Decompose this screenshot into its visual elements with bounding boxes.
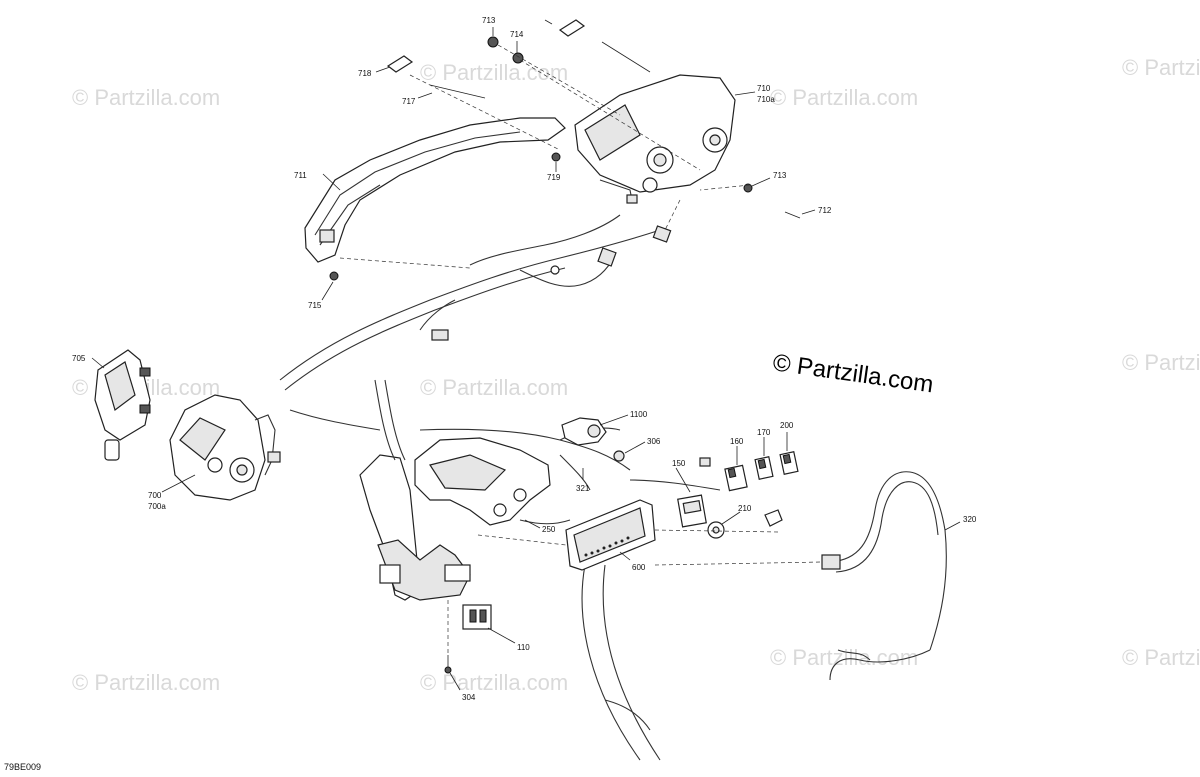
switch-150 (677, 494, 707, 528)
watermark: © Partzilla.com (1122, 645, 1200, 670)
watermark: © Partzilla.com (770, 85, 918, 110)
callout-160: 160 (730, 437, 744, 446)
ignition-1100 (561, 417, 607, 446)
switch-170 (754, 456, 774, 480)
callout-110: 110 (517, 643, 530, 652)
callout-710: 710 (757, 84, 771, 93)
dashboard-bracket-250 (414, 437, 551, 526)
callout-labels: 713 714 718 717 710 710a 711 719 713 712… (72, 16, 977, 702)
switch-110 (462, 604, 492, 630)
callout-713-top: 713 (482, 16, 496, 25)
callout-700a: 700a (148, 502, 166, 511)
screw-304 (444, 655, 452, 674)
alignment-lines-top (339, 44, 751, 269)
callout-719: 719 (547, 173, 561, 182)
switch-200 (779, 451, 799, 475)
callout-321: 321 (576, 484, 590, 493)
headlight-705 (94, 349, 151, 461)
diagram-code: 79BE009 (4, 762, 42, 772)
hardware-top (329, 19, 801, 281)
alignment-lines-lower (447, 529, 823, 655)
callout-1100: 1100 (630, 410, 648, 419)
watermark: © Partzilla.com (1122, 55, 1200, 80)
callout-304: 304 (462, 693, 476, 702)
cable-320 (821, 471, 947, 681)
support-tube (581, 564, 661, 761)
instrument-cluster-600 (565, 499, 656, 571)
callout-705: 705 (72, 354, 86, 363)
leader-lines (91, 27, 961, 691)
callout-714: 714 (510, 30, 524, 39)
callout-718: 718 (358, 69, 372, 78)
watermark-main: © Partzilla.com (771, 349, 935, 398)
callout-710a: 710a (757, 95, 775, 104)
callout-150: 150 (672, 459, 686, 468)
switch-160 (724, 464, 748, 492)
watermark: © Partzilla.com (420, 60, 568, 85)
callout-320: 320 (963, 515, 977, 524)
callout-200: 200 (780, 421, 794, 430)
callout-700: 700 (148, 491, 162, 500)
headlight-housing-700 (169, 394, 281, 501)
watermark: © Partzilla.com (72, 85, 220, 110)
console-column (359, 454, 471, 601)
callout-711: 711 (294, 171, 307, 180)
callout-717: 717 (402, 97, 416, 106)
watermark: © Partzilla.com (420, 375, 568, 400)
connector-150 (699, 457, 711, 467)
watermark: © Partzilla.com (72, 670, 220, 695)
callout-712: 712 (818, 206, 832, 215)
wire-harness-center (289, 379, 721, 525)
wire-harness-top (279, 214, 672, 391)
watermark: © Partzilla.com (770, 645, 918, 670)
callout-713-right: 713 (773, 171, 787, 180)
callout-715: 715 (308, 301, 322, 310)
socket-210 (707, 509, 783, 539)
rear-lamp-housing-710 (574, 74, 736, 204)
callout-210: 210 (738, 504, 752, 513)
watermark: © Partzilla.com (420, 670, 568, 695)
callout-250: 250 (542, 525, 556, 534)
callout-600: 600 (632, 563, 646, 572)
rail-bracket-711 (304, 117, 566, 263)
callout-306: 306 (647, 437, 661, 446)
watermark: © Partzilla.com (1122, 350, 1200, 375)
callout-170: 170 (757, 428, 771, 437)
connector-306 (613, 450, 625, 462)
